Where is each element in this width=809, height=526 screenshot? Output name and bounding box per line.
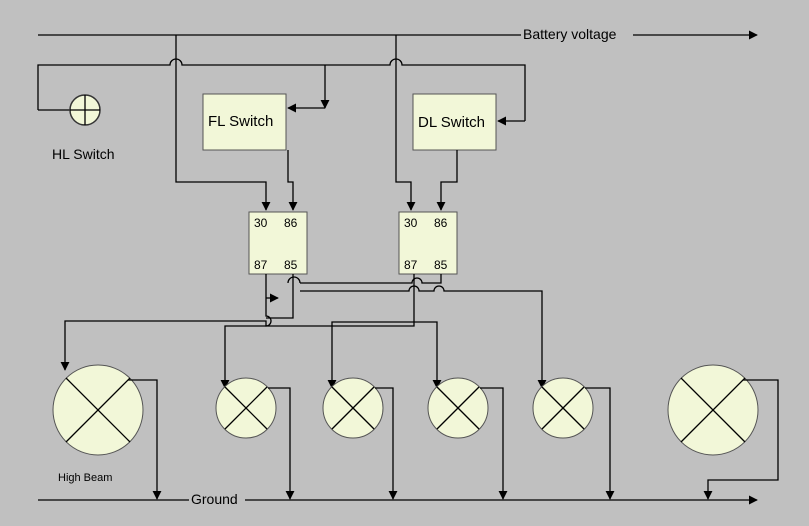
dl-switch-box [412, 93, 497, 151]
cross-bus-lower [300, 285, 547, 389]
relay2-pin87-lower-wire [414, 321, 442, 389]
battery-label-bg [521, 25, 633, 43]
lamp3-ground-wire [375, 387, 398, 500]
relay2-pin30-feed [395, 35, 416, 211]
fl-switch-label: FL Switch [208, 113, 273, 130]
hl-switch-label: HL Switch [52, 146, 115, 162]
cross-bus-upper-hop [287, 276, 301, 284]
relay2-pin85: 85 [434, 258, 448, 272]
lamp-2 [215, 377, 277, 439]
dl-switch-label: DL Switch [418, 114, 485, 131]
relay1-pin87: 87 [254, 258, 268, 272]
relay1-pin86-feed [287, 150, 298, 211]
relay-1: 30 86 87 85 [248, 211, 308, 275]
lamp-4 [427, 377, 489, 439]
relay2-pin86-feed [436, 150, 458, 211]
right-beam-ground-wire [703, 379, 779, 500]
ground-label: Ground [191, 491, 238, 507]
lamp2-ground-wire [268, 387, 295, 500]
relay1-pin30: 30 [254, 216, 268, 230]
high-beam-label: High Beam [58, 472, 112, 484]
relay2-pin86: 86 [434, 216, 448, 230]
relay2-pin87: 87 [404, 258, 418, 272]
right-beam-lamp [667, 364, 759, 456]
relay1-pin86: 86 [284, 216, 298, 230]
high-beam-lamp [52, 364, 144, 456]
hl-switch-loop-wire [37, 58, 526, 121]
lamp4-ground-wire [480, 387, 508, 500]
relay-2: 30 86 87 85 [398, 211, 458, 275]
relay1-pin87-to-high-beam [60, 274, 272, 371]
lamp5-ground-wire [585, 387, 615, 500]
hl-switch-icon [69, 94, 101, 126]
relay2-to-lamp3-wire [327, 321, 414, 389]
relay1-pin85: 85 [284, 258, 298, 272]
relay1-pin30-feed [175, 35, 271, 211]
battery-voltage-label: Battery voltage [523, 26, 617, 42]
cross-bus-upper [300, 274, 442, 284]
relay2-pin30: 30 [404, 216, 418, 230]
fl-switch-box [202, 93, 287, 151]
lamp-3 [322, 377, 384, 439]
ground-label-bg [189, 492, 245, 508]
high-beam-ground-wire [128, 379, 162, 500]
relay1-pin85-wire [266, 274, 294, 319]
relay2-pin87-wire [220, 274, 415, 389]
lamp-5 [532, 377, 594, 439]
